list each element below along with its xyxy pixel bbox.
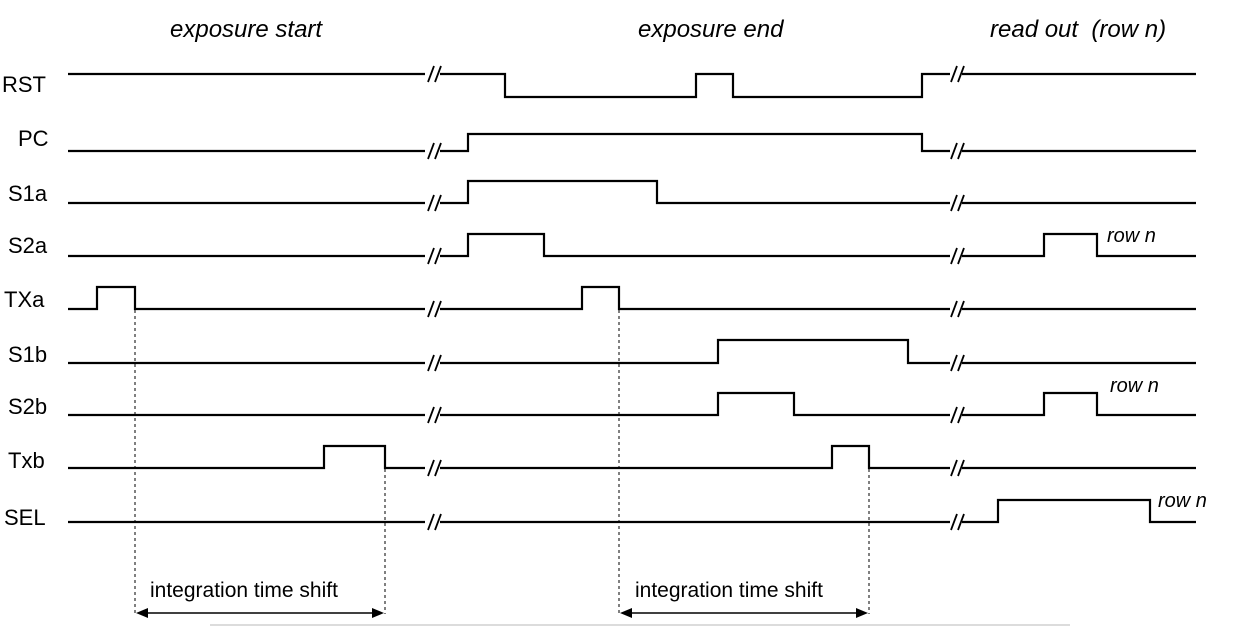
waveform-rst (68, 72, 1196, 99)
section-exposure-start: exposure start (170, 16, 323, 43)
waveform-s2b (68, 391, 1196, 417)
waveform-s1b (68, 338, 1196, 365)
signal-label-rst: RST (2, 72, 46, 97)
shift-arrow-start (136, 608, 384, 618)
waveform-sel (68, 498, 1196, 524)
waveform-s1a (68, 179, 1196, 205)
shift-label-start: integration time shift (150, 579, 338, 602)
signal-label-s2b: S2b (8, 394, 47, 419)
waveform-s2a (68, 232, 1196, 258)
signal-label-sel: SEL (4, 505, 46, 530)
shift-label-end: integration time shift (635, 579, 823, 602)
signal-label-s1a: S1a (8, 181, 48, 206)
waveform-txa (68, 285, 1196, 311)
signal-label-s2a: S2a (8, 233, 48, 258)
shift-arrow-end (620, 608, 868, 618)
section-exposure-end: exposure end (638, 16, 784, 43)
break-markers-left (427, 65, 442, 531)
signal-label-txb: Txb (8, 448, 45, 473)
signal-label-s1b: S1b (8, 342, 47, 367)
waveform-txb (68, 444, 1196, 470)
row-note-s2a: row n (1107, 225, 1156, 247)
row-note-sel: row n (1158, 490, 1207, 512)
signal-label-txa: TXa (4, 287, 45, 312)
section-read-out: read out (row n) (990, 16, 1166, 43)
row-note-s2b: row n (1110, 375, 1159, 397)
waveform-pc (68, 132, 1196, 153)
dotted-guides (134, 310, 870, 614)
signal-label-pc: PC (18, 126, 49, 151)
break-markers-right (950, 65, 965, 531)
